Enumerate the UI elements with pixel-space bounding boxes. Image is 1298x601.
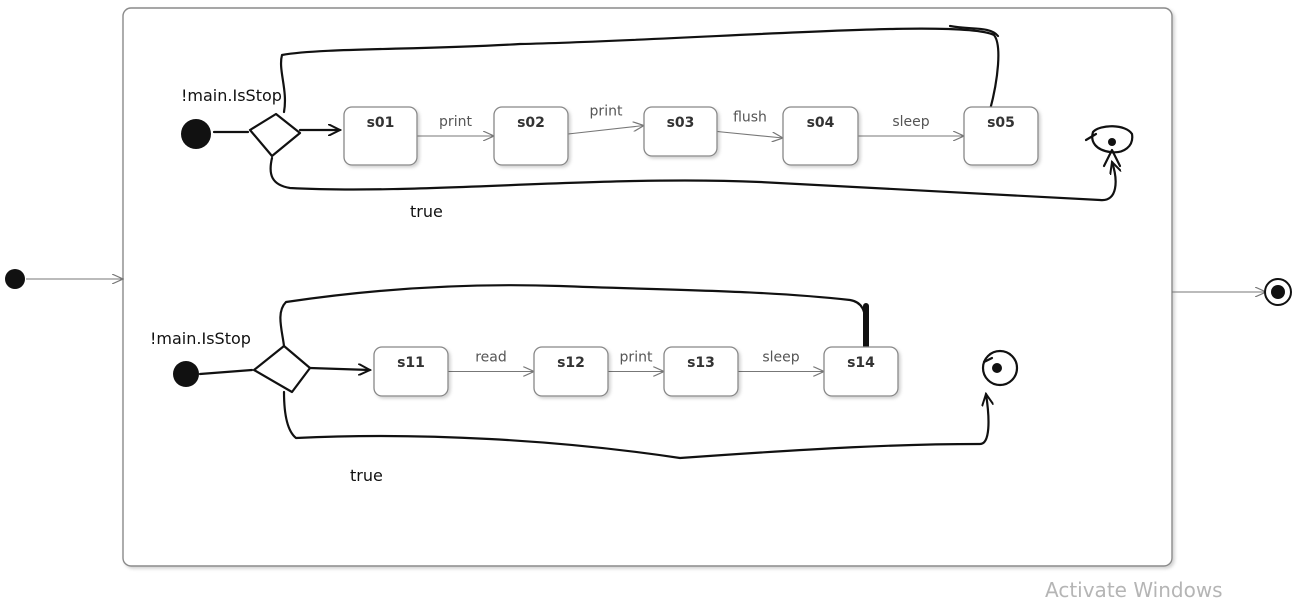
- bottom-loop-back-line: [279, 284, 868, 348]
- bottom-region: !main.IsStop true read print sleep s11 s12 s1…: [150, 284, 1019, 485]
- top-region: !main.IsStop true print print flush sleep s0…: [181, 24, 1134, 221]
- top-transition-label: print: [439, 114, 472, 130]
- bottom-choice-to-s11: [308, 368, 370, 370]
- top-state-label: s04: [807, 115, 835, 131]
- top-choice-diamond[interactable]: [248, 112, 302, 158]
- bottom-terminate-sketch: [981, 349, 1019, 387]
- top-state-label: s05: [987, 115, 1015, 131]
- bottom-initial-to-choice: [198, 368, 254, 376]
- top-transition-edge: [567, 126, 644, 135]
- top-loop-mark: [948, 24, 1000, 38]
- top-state-label: s01: [367, 115, 395, 131]
- activate-windows-watermark: Activate Windows: [1045, 578, 1223, 601]
- bottom-true-label: true: [350, 466, 383, 485]
- top-state-box[interactable]: [963, 106, 1039, 166]
- top-true-label: true: [410, 202, 443, 221]
- top-terminate-sketch: [1084, 125, 1134, 168]
- top-transition-label: print: [590, 104, 623, 120]
- top-transition-label: sleep: [892, 114, 929, 130]
- bottom-state-label: s11: [397, 355, 425, 371]
- outer-initial-node[interactable]: [5, 269, 25, 289]
- bottom-guard-label: !main.IsStop: [150, 329, 251, 348]
- bottom-transition-label: sleep: [762, 350, 799, 366]
- top-loop-back-line: [280, 27, 1000, 114]
- bottom-state-box[interactable]: [823, 346, 899, 397]
- top-state-label: s03: [667, 115, 695, 131]
- top-transition-edge: [716, 130, 783, 139]
- bottom-initial-node[interactable]: [173, 361, 199, 387]
- bottom-state-label: s12: [557, 355, 585, 371]
- top-state-box[interactable]: [493, 106, 569, 166]
- bottom-state-box[interactable]: [373, 346, 449, 397]
- top-guard-label: !main.IsStop: [181, 86, 282, 105]
- outer-final-node[interactable]: [1264, 278, 1292, 306]
- bottom-state-box[interactable]: [533, 346, 609, 397]
- bottom-true-bypass-line: [282, 390, 988, 460]
- top-state-box[interactable]: [643, 106, 718, 157]
- bottom-state-box[interactable]: [663, 346, 739, 397]
- bottom-state-label: s13: [687, 355, 715, 371]
- bottom-transition-label: print: [620, 350, 653, 366]
- bottom-transition-label: read: [475, 350, 507, 366]
- top-state-box[interactable]: [343, 106, 418, 166]
- top-true-bypass-line: [269, 156, 1116, 202]
- top-state-box[interactable]: [782, 106, 859, 166]
- bottom-state-label: s14: [847, 355, 875, 371]
- top-initial-node[interactable]: [181, 119, 211, 149]
- top-state-label: s02: [517, 115, 545, 131]
- top-transition-label: flush: [733, 110, 767, 126]
